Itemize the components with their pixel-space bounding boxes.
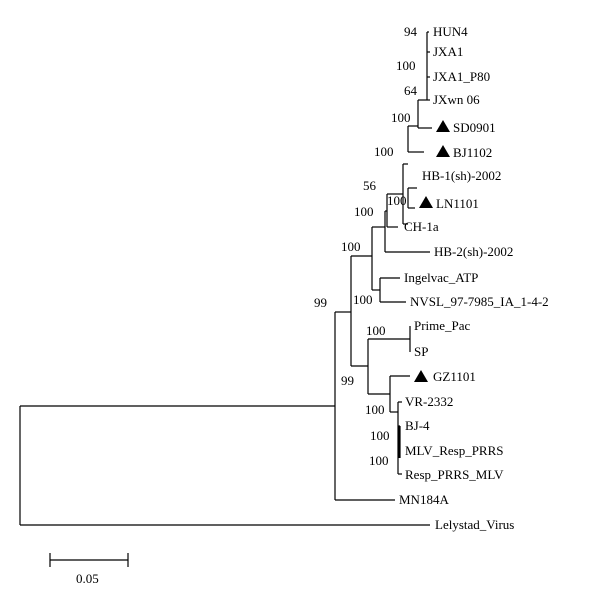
tree-branches (19, 31, 432, 526)
bootstrap-value: 99 (314, 295, 327, 310)
bootstrap-value: 100 (396, 58, 416, 73)
taxon-label-ch1a: CH-1a (404, 219, 439, 234)
bootstrap-value: 100 (341, 239, 361, 254)
taxon-label-jxwn06: JXwn 06 (433, 92, 480, 107)
taxon-labels: HUN4 JXA1 JXA1_P80 JXwn 06 SD0901 BJ1102… (399, 24, 549, 532)
bootstrap-value: 94 (404, 24, 418, 39)
taxon-label-bj4: BJ-4 (405, 418, 430, 433)
bootstrap-value: 56 (363, 178, 377, 193)
taxon-label-bj1102: BJ1102 (453, 145, 492, 160)
triangle-icon-ln1101 (419, 196, 433, 208)
isolate-markers (414, 120, 450, 382)
taxon-label-jxa1-p80: JXA1_P80 (433, 69, 490, 84)
taxon-label-resp: Resp_PRRS_MLV (405, 467, 504, 482)
taxon-label-nvsl: NVSL_97-7985_IA_1-4-2 (410, 294, 549, 309)
triangle-icon-gz1101 (414, 370, 428, 382)
bootstrap-value: 100 (374, 144, 394, 159)
taxon-label-primepac: Prime_Pac (414, 318, 471, 333)
taxon-label-hb1: HB-1(sh)-2002 (422, 168, 501, 183)
taxon-label-jxa1: JXA1 (433, 44, 463, 59)
scale-bar: 0.05 (49, 553, 129, 586)
taxon-label-hb2: HB-2(sh)-2002 (434, 244, 513, 259)
triangle-icon-sd0901 (436, 120, 450, 132)
bootstrap-value: 100 (387, 193, 407, 208)
bootstrap-value: 100 (391, 110, 411, 125)
taxon-label-sd0901: SD0901 (453, 120, 496, 135)
bootstrap-value: 64 (404, 83, 418, 98)
bootstrap-value: 100 (369, 453, 389, 468)
taxon-label-mlv: MLV_Resp_PRRS (405, 443, 504, 458)
triangle-icon-bj1102 (436, 145, 450, 157)
taxon-label-hun4: HUN4 (433, 24, 468, 39)
taxon-label-lelystad: Lelystad_Virus (435, 517, 514, 532)
bootstrap-value: 100 (354, 204, 374, 219)
bootstrap-value: 100 (365, 402, 385, 417)
bootstrap-value: 99 (341, 373, 354, 388)
taxon-label-vr2332: VR-2332 (405, 394, 453, 409)
taxon-label-sp: SP (414, 344, 428, 359)
taxon-label-mn184a: MN184A (399, 492, 449, 507)
taxon-label-ingelvac: Ingelvac_ATP (404, 270, 478, 285)
bootstrap-value: 100 (353, 292, 373, 307)
bootstrap-value: 100 (366, 323, 386, 338)
bootstrap-value: 100 (370, 428, 390, 443)
scale-bar-label: 0.05 (76, 571, 99, 586)
taxon-label-ln1101: LN1101 (436, 196, 479, 211)
taxon-label-gz1101: GZ1101 (433, 369, 476, 384)
bootstrap-values: 94 100 64 100 100 56 100 100 100 99 100 … (314, 24, 418, 468)
